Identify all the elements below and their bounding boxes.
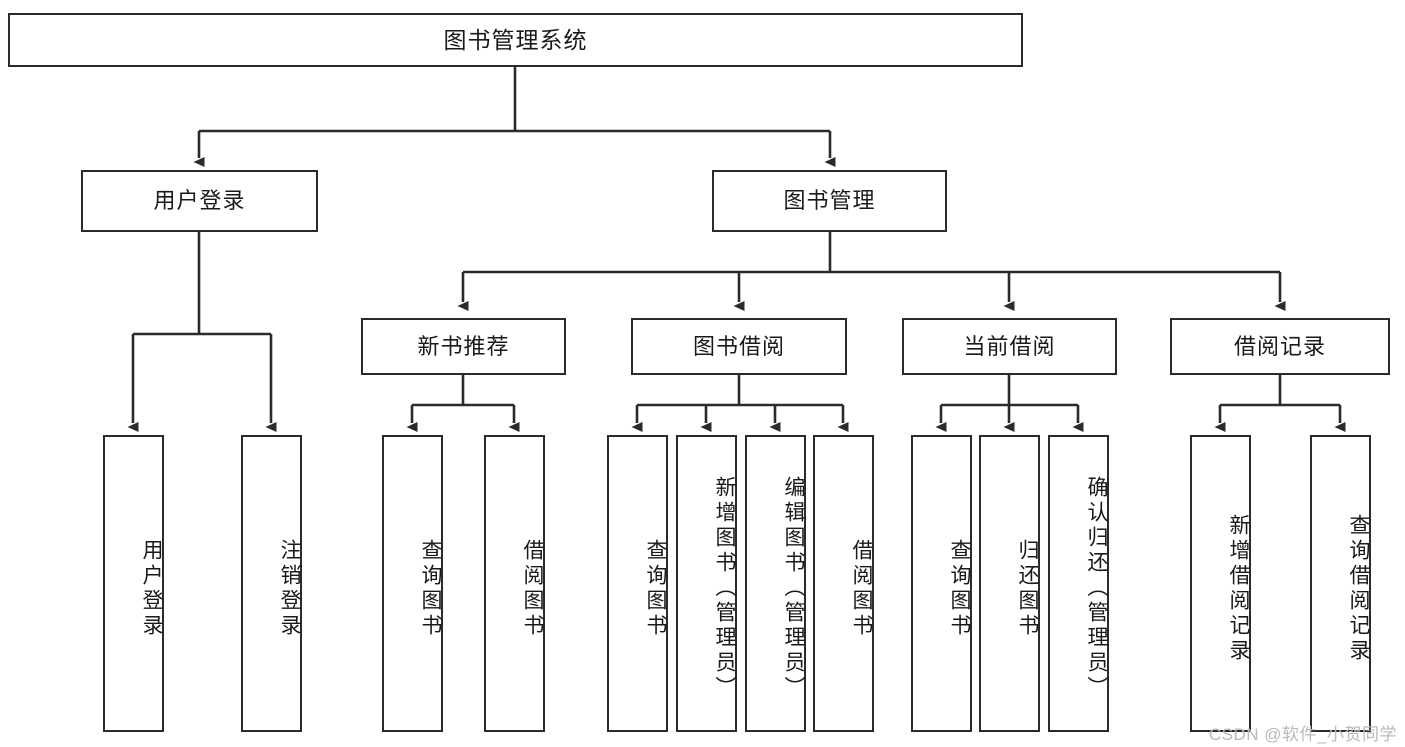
node-leaf-confirm-return[interactable]: 确认归还（管理员） [1048, 435, 1109, 732]
node-label: 新增图书（管理员） [713, 476, 736, 701]
node-label: 查询借阅记录 [1347, 513, 1370, 664]
node-leaf-edit-book[interactable]: 编辑图书（管理员） [745, 435, 806, 732]
node-user-login[interactable]: 用户登录 [81, 170, 318, 232]
node-leaf-logout[interactable]: 注销登录 [241, 435, 302, 732]
node-root-system[interactable]: 图书管理系统 [8, 13, 1023, 67]
node-label: 新书推荐 [417, 333, 510, 359]
node-label: 查询图书 [644, 538, 667, 639]
node-label: 借阅图书 [850, 538, 873, 639]
node-leaf-user-login[interactable]: 用户登录 [103, 435, 164, 732]
watermark-text: CSDN @软件_小贺同学 [1208, 725, 1397, 744]
node-new-book-recommend[interactable]: 新书推荐 [361, 318, 566, 375]
node-label: 当前借阅 [963, 333, 1056, 359]
node-label: 用户登录 [153, 188, 246, 213]
node-leaf-query-record[interactable]: 查询借阅记录 [1310, 435, 1371, 732]
node-label: 借阅记录 [1233, 333, 1326, 359]
node-label: 编辑图书（管理员） [782, 476, 805, 701]
node-borrow-record[interactable]: 借阅记录 [1170, 318, 1390, 375]
node-current-borrow[interactable]: 当前借阅 [902, 318, 1117, 375]
node-leaf-add-record[interactable]: 新增借阅记录 [1190, 435, 1251, 732]
node-label: 图书借阅 [692, 333, 785, 359]
node-label: 新增借阅记录 [1227, 513, 1250, 664]
node-leaf-borrow-book-1[interactable]: 借阅图书 [484, 435, 545, 732]
node-label: 查询图书 [419, 538, 442, 639]
node-label: 用户登录 [140, 538, 163, 639]
node-book-management[interactable]: 图书管理 [712, 170, 947, 232]
node-book-borrow[interactable]: 图书借阅 [631, 318, 847, 375]
node-label: 图书管理系统 [443, 26, 588, 53]
node-leaf-query-book-3[interactable]: 查询图书 [911, 435, 972, 732]
node-leaf-borrow-book-2[interactable]: 借阅图书 [813, 435, 874, 732]
node-label: 确认归还（管理员） [1085, 476, 1108, 701]
node-leaf-query-book-2[interactable]: 查询图书 [607, 435, 668, 732]
node-label: 借阅图书 [521, 538, 544, 639]
node-label: 图书管理 [783, 188, 876, 213]
node-leaf-query-book-1[interactable]: 查询图书 [382, 435, 443, 732]
node-leaf-return-book[interactable]: 归还图书 [979, 435, 1040, 732]
node-label: 注销登录 [278, 538, 301, 639]
node-leaf-add-book[interactable]: 新增图书（管理员） [676, 435, 737, 732]
node-label: 查询图书 [948, 538, 971, 639]
node-label: 归还图书 [1016, 538, 1039, 639]
